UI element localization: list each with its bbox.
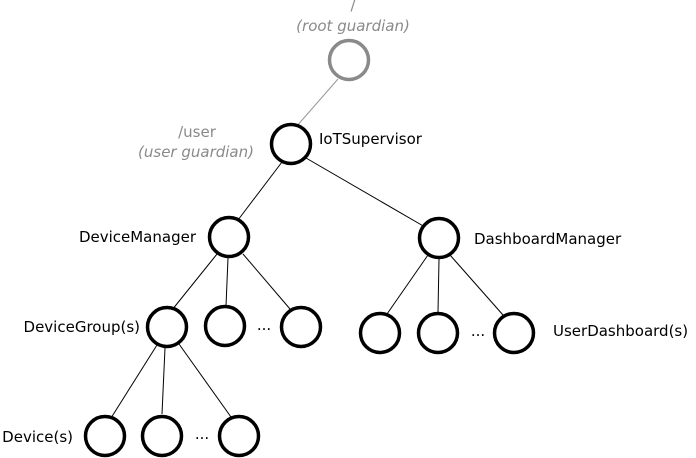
iot-supervisor-node: [269, 122, 313, 166]
edge-dashboard-manager-to-user-1: [386, 254, 429, 315]
device-group-node-n: [279, 305, 323, 349]
user-dashboard-node-1: [358, 311, 402, 355]
edge-user-to-device-manager: [237, 161, 283, 221]
root-path-label: /: [350, 0, 356, 14]
dashboard-manager-node: [417, 216, 461, 260]
device-groups-label: DeviceGroup(s): [24, 318, 140, 336]
device-manager-label: DeviceManager: [79, 228, 197, 246]
user-dashboard-node-n: [492, 311, 536, 355]
device-ellipsis: ...: [195, 425, 209, 443]
device-node-n: [217, 414, 261, 458]
user-dashboard-ellipsis: ...: [471, 322, 485, 340]
edge-group-to-device-n: [178, 343, 232, 418]
dashboard-manager-label: DashboardManager: [474, 230, 622, 248]
iot-supervisor-label: IoTSupervisor: [319, 130, 423, 148]
user-dashboards-label: UserDashboard(s): [553, 322, 688, 340]
edges: [110, 78, 504, 419]
root-guardian-node: [327, 38, 371, 82]
edge-user-to-dashboard-manager: [305, 157, 426, 228]
edge-dashboard-manager-to-user-n: [449, 254, 504, 316]
edge-group-to-device-2: [161, 347, 166, 415]
user-path-label: /user: [178, 123, 217, 141]
edge-device-manager-to-group-2: [225, 257, 229, 307]
edge-dashboard-manager-to-user-2: [437, 258, 440, 313]
user-dashboard-node-2: [416, 311, 460, 355]
nodes: [83, 38, 536, 458]
edge-device-manager-to-group-1: [171, 253, 218, 311]
device-group-node-2: [203, 304, 247, 348]
device-group-ellipsis: ...: [257, 316, 271, 334]
device-node-2: [140, 414, 184, 458]
device-manager-node: [207, 215, 251, 259]
labels: / (root guardian) /user (user guardian) …: [2, 0, 688, 446]
devices-label: Device(s): [2, 428, 73, 446]
edge-group-to-device-1: [110, 344, 158, 419]
device-node-1: [83, 414, 127, 458]
root-guardian-label: (root guardian): [296, 17, 410, 35]
user-guardian-label: (user guardian): [138, 143, 254, 161]
device-group-node-1: [145, 305, 189, 349]
edge-root-to-user: [295, 78, 339, 128]
edge-device-manager-to-group-n: [242, 253, 291, 310]
